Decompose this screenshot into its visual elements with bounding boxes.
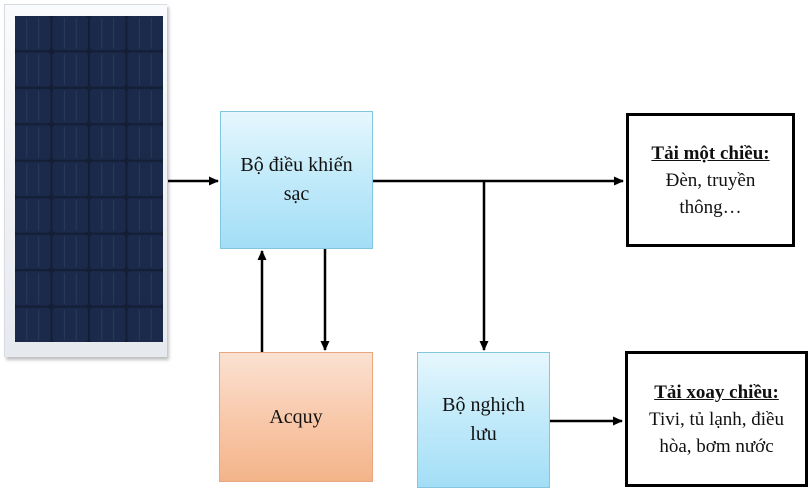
solar-cell	[127, 88, 163, 124]
ac-load-box: Tải xoay chiều: Tivi, tủ lạnh, điều hòa,…	[625, 351, 808, 487]
inverter-label-line-1: Bộ nghịch	[442, 394, 525, 416]
inverter-label-line-2: lưu	[470, 423, 497, 445]
battery-label: Acquy	[269, 405, 323, 428]
solar-cell	[90, 88, 126, 124]
solar-cell	[52, 307, 88, 342]
dc-load-line-1: Đèn, truyền	[665, 169, 756, 191]
solar-cell	[15, 271, 51, 306]
ac-load-line-2: hòa, bơm nước	[659, 435, 774, 457]
solar-cell	[52, 234, 88, 270]
solar-cell	[127, 271, 163, 306]
solar-cell	[52, 161, 88, 197]
solar-cell	[15, 234, 51, 270]
solar-cell	[127, 307, 163, 342]
solar-cell	[15, 88, 51, 124]
solar-panel-icon	[4, 4, 167, 357]
solar-cell	[52, 125, 88, 160]
solar-cell	[90, 161, 126, 197]
dc-load-box: Tải một chiều: Đèn, truyền thông…	[626, 113, 795, 247]
solar-cell	[90, 234, 126, 270]
solar-panel-grid	[15, 16, 163, 342]
solar-cell	[90, 307, 126, 342]
solar-cell	[52, 52, 88, 87]
solar-cell	[127, 52, 163, 87]
solar-cell	[90, 125, 126, 160]
solar-cell	[52, 271, 88, 306]
inverter-box: Bộ nghịch lưu	[417, 352, 550, 488]
solar-cell	[127, 161, 163, 197]
battery-box: Acquy	[219, 352, 373, 482]
solar-cell	[52, 198, 88, 233]
solar-cell	[90, 271, 126, 306]
solar-cell	[15, 198, 51, 233]
solar-cell	[127, 198, 163, 233]
solar-cell	[15, 52, 51, 87]
solar-cell	[90, 52, 126, 87]
solar-cell	[15, 307, 51, 342]
dc-load-line-2: thông…	[679, 196, 742, 218]
controller-label-line-2: sạc	[283, 183, 310, 205]
controller-label-line-1: Bộ điều khiến	[240, 154, 353, 176]
charge-controller-box: Bộ điều khiến sạc	[220, 111, 373, 249]
solar-panel-cells	[15, 16, 163, 342]
solar-cell	[15, 16, 51, 51]
solar-cell	[15, 125, 51, 160]
solar-cell	[127, 234, 163, 270]
dc-load-title: Tải một chiều:	[651, 142, 770, 164]
solar-cell	[127, 125, 163, 160]
ac-load-line-1: Tivi, tủ lạnh, điều	[649, 408, 784, 430]
solar-cell	[90, 16, 126, 51]
solar-cell	[52, 88, 88, 124]
solar-cell	[90, 198, 126, 233]
ac-load-title: Tải xoay chiều:	[654, 381, 779, 403]
solar-cell	[15, 161, 51, 197]
solar-cell	[52, 16, 88, 51]
solar-cell	[127, 16, 163, 51]
